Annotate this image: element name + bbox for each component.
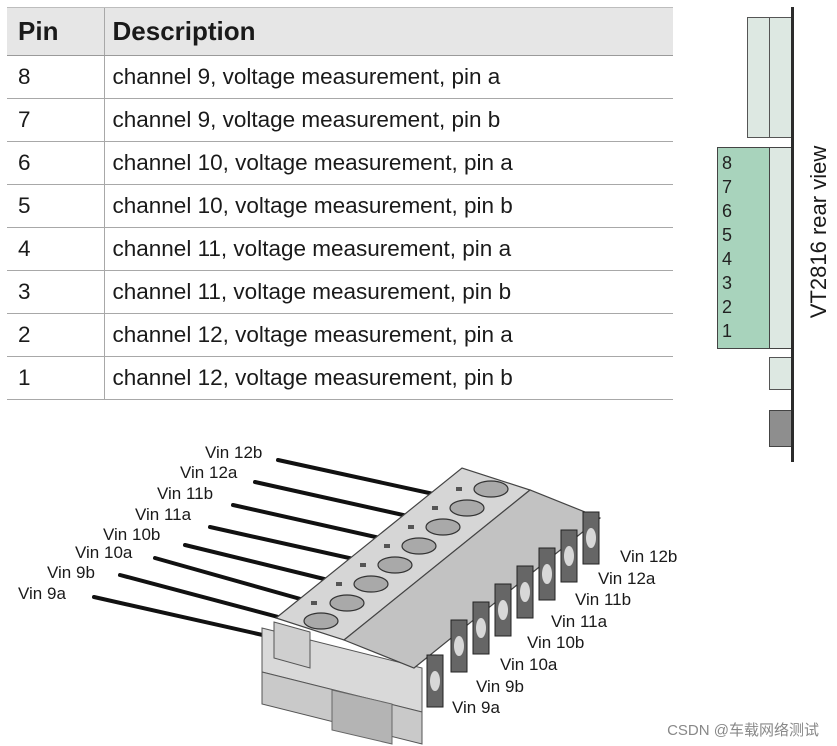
watermark: CSDN @车载网络测试 (667, 722, 819, 739)
side-label: Vin 10a (500, 655, 558, 674)
side-label: Vin 12a (598, 569, 656, 588)
table-row: 3 channel 11, voltage measurement, pin b (7, 270, 673, 314)
pin-number: 3 (7, 270, 104, 314)
side-label: Vin 10b (527, 633, 584, 652)
pin-number: 6 (7, 141, 104, 185)
wire-label: Vin 9a (18, 584, 66, 603)
rear-pin-label: 1 (721, 321, 732, 341)
table-row: 1 channel 12, voltage measurement, pin b (7, 356, 673, 400)
pin-table: Pin Description 8 channel 9, voltage mea… (7, 7, 673, 400)
pin-description: channel 12, voltage measurement, pin b (103, 356, 673, 400)
rear-view-panel-edge (791, 7, 794, 462)
screw-ports (303, 480, 509, 630)
table-row: 4 channel 11, voltage measurement, pin a (7, 227, 673, 271)
wire-labels-right: Vin 12b Vin 12a Vin 11b Vin 11a Vin 10b … (452, 547, 677, 717)
pin-description: channel 11, voltage measurement, pin b (103, 270, 673, 314)
wire-label: Vin 10a (75, 543, 133, 562)
rear-pin-label: 5 (721, 225, 732, 245)
table-row: 5 channel 10, voltage measurement, pin b (7, 184, 673, 228)
header-pin: Pin (7, 7, 104, 56)
port-slots (311, 487, 462, 605)
rear-view-upper-slot (747, 17, 793, 138)
pin-description: channel 12, voltage measurement, pin a (103, 313, 673, 357)
rear-view-caption: VT2816 rear view (806, 145, 831, 319)
pin-number: 4 (7, 227, 104, 271)
side-label: Vin 9a (452, 698, 500, 717)
table-row: 6 channel 10, voltage measurement, pin a (7, 141, 673, 185)
pin-description: channel 11, voltage measurement, pin a (103, 227, 673, 271)
table-row: 8 channel 9, voltage measurement, pin a (7, 55, 673, 99)
pin-description: channel 10, voltage measurement, pin b (103, 184, 673, 228)
header-description: Description (103, 7, 673, 56)
pin-number: 8 (7, 55, 104, 99)
rear-pin-label: 7 (721, 177, 732, 197)
rear-pin-label: 2 (721, 297, 732, 317)
rear-pin-label: 3 (721, 273, 732, 293)
rear-view-connector (717, 147, 793, 349)
pin-number: 1 (7, 356, 104, 400)
table-header-row: Pin Description (7, 7, 673, 56)
wire-label: Vin 12a (180, 463, 238, 482)
pin-description: channel 9, voltage measurement, pin b (103, 98, 673, 142)
rear-pin-label: 4 (721, 249, 732, 269)
pin-number: 2 (7, 313, 104, 357)
rear-view-diagram: 8 7 6 5 4 3 2 1 VT2816 rear view (700, 0, 837, 470)
rear-view-small-port (769, 357, 793, 390)
pin-description: channel 10, voltage measurement, pin a (103, 141, 673, 185)
pin-description: channel 9, voltage measurement, pin a (103, 55, 673, 99)
wire-labels-left: Vin 12b Vin 12a Vin 11b Vin 11a Vin 10b … (18, 443, 262, 603)
terminal-openings (426, 511, 600, 708)
terminal-connector-drawing: Vin 12b Vin 12a Vin 11b Vin 11a Vin 10b … (18, 443, 677, 745)
wire-label: Vin 9b (47, 563, 95, 582)
side-label: Vin 12b (620, 547, 677, 566)
side-label: Vin 11b (575, 590, 631, 609)
side-label: Vin 9b (476, 677, 524, 696)
wire-label: Vin 11b (157, 484, 213, 503)
pin-number: 7 (7, 98, 104, 142)
rear-pin-label: 6 (721, 201, 732, 221)
wire-label: Vin 11a (135, 505, 192, 524)
table-row: 7 channel 9, voltage measurement, pin b (7, 98, 673, 142)
wire-label: Vin 10b (103, 525, 160, 544)
side-label: Vin 11a (551, 612, 608, 631)
table-row: 2 channel 12, voltage measurement, pin a (7, 313, 673, 357)
pin-number: 5 (7, 184, 104, 228)
wire-label: Vin 12b (205, 443, 262, 462)
rear-pin-label: 8 (721, 153, 732, 173)
